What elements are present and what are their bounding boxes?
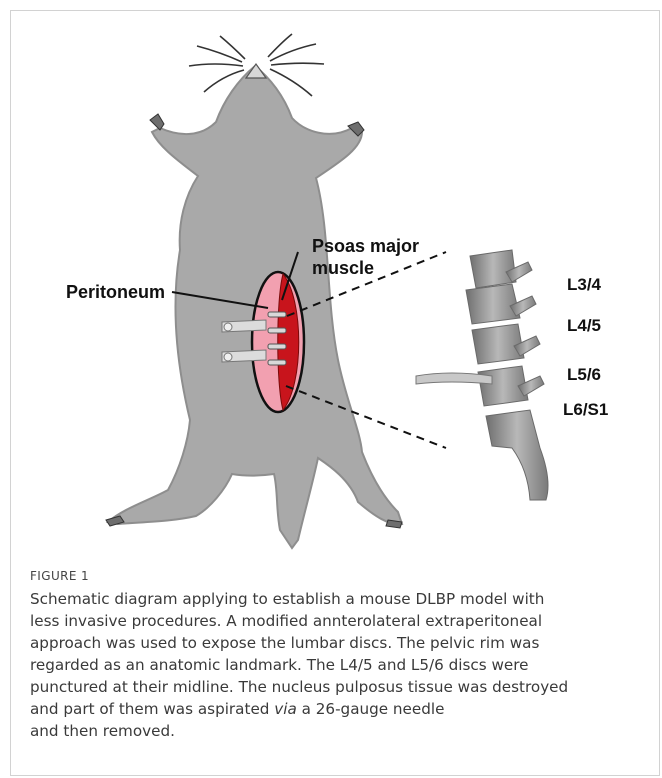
disc-label-l3-4: L3/4 <box>567 275 602 294</box>
caption-italic: via <box>274 700 297 718</box>
disc-label-l5-6: L5/6 <box>567 365 601 384</box>
caption-line: approach was used to expose the lumbar d… <box>30 634 539 652</box>
caption-line: less invasive procedures. A modified ann… <box>30 612 542 630</box>
psoas-label-line2: muscle <box>312 258 374 278</box>
caption-line: a 26-gauge needle <box>297 700 445 718</box>
figure-label: FIGURE 1 <box>30 569 89 583</box>
caption-line: and then removed. <box>30 722 175 740</box>
caption-line: regarded as an anatomic landmark. The L4… <box>30 656 529 674</box>
figure-caption: Schematic diagram applying to establish … <box>30 588 640 742</box>
disc-label-l4-5: L4/5 <box>567 316 601 335</box>
pelvic-rim <box>416 373 492 384</box>
disc-label-l6-s1: L6/S1 <box>563 400 608 419</box>
caption-line: Schematic diagram applying to establish … <box>30 590 544 608</box>
peritoneum-label: Peritoneum <box>66 282 165 302</box>
caption-line: punctured at their midline. The nucleus … <box>30 678 568 696</box>
hind-right-paw <box>386 520 402 528</box>
psoas-label-line1: Psoas major <box>312 236 419 256</box>
caption-line: and part of them was aspirated <box>30 700 269 718</box>
front-left-paw <box>150 114 164 130</box>
diagram: Peritoneum Psoas major muscle L3/4 L4/5 … <box>0 0 662 560</box>
